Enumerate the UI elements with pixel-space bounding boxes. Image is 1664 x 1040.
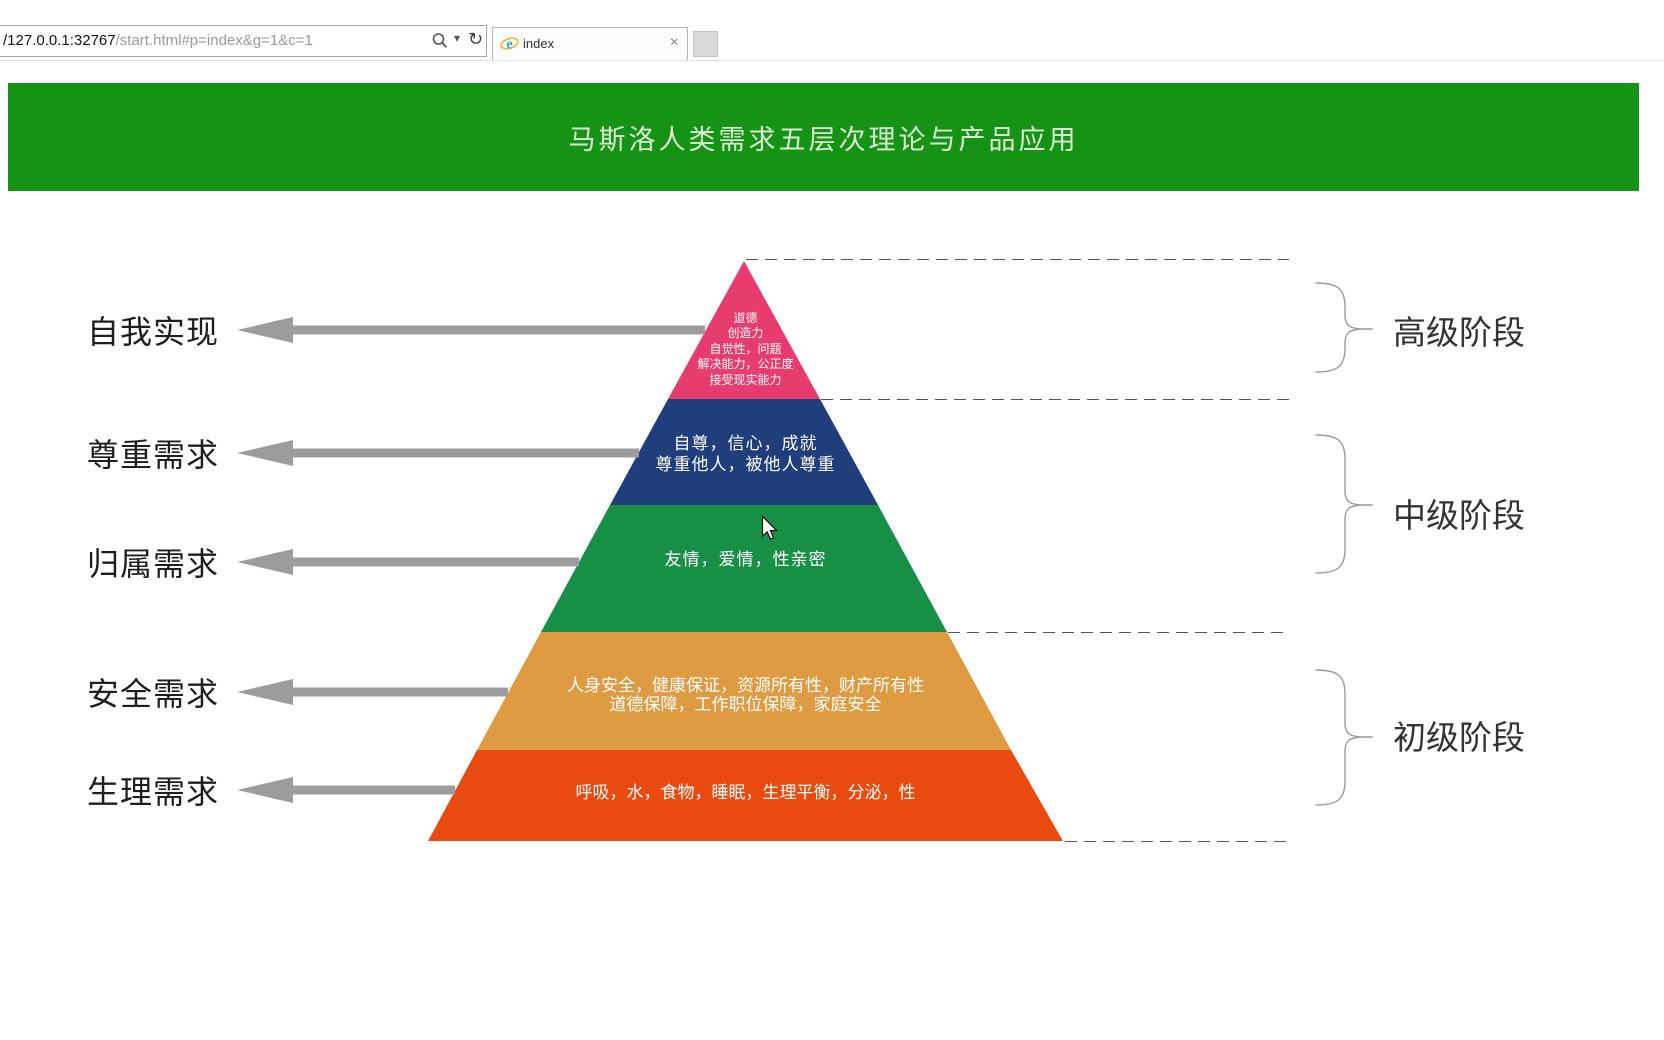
level-text-esteem: 自尊，信心，成就 尊重他人，被他人尊重 [655, 434, 836, 474]
dashed-line [1065, 841, 1292, 842]
new-tab-button[interactable] [693, 31, 718, 57]
need-label-self-actualization: 自我实现 [87, 314, 220, 350]
maslow-pyramid: 道德 创造力 自觉性，问题 解决能力，公正度 接受现实能力 自尊，信心，成就 尊… [428, 261, 1063, 841]
page-banner: 马斯洛人类需求五层次理论与产品应用 [8, 83, 1639, 191]
browser-tab[interactable]: e index × [492, 27, 688, 60]
brace-icons [1315, 282, 1373, 806]
url-path-part: /start.html#p=index&g=1&c=1 [115, 32, 313, 49]
tab-title: index [523, 36, 555, 51]
left-arrow-icon [237, 777, 455, 803]
level-text-safety: 人身安全，健康保证，资源所有性，财产所有性 道德保障，工作职位保障，家庭安全 [567, 676, 924, 714]
level-text-physiological: 呼吸，水，食物，睡眠，生理平衡，分泌，性 [575, 783, 916, 802]
stage-label-advanced: 高级阶段 [1393, 316, 1525, 352]
pyramid-level-safety: 人身安全，健康保证，资源所有性，财产所有性 道德保障，工作职位保障，家庭安全 [477, 632, 1011, 750]
level-text-self-actualization: 道德 创造力 自觉性，问题 解决能力，公正度 接受现实能力 [697, 311, 794, 387]
page-title: 马斯洛人类需求五层次理论与产品应用 [568, 124, 1079, 155]
pyramid-level-belonging: 友情，爱情，性亲密 [541, 505, 947, 632]
chrome-divider [0, 60, 1664, 61]
need-label-esteem: 尊重需求 [87, 437, 220, 473]
refresh-icon[interactable]: ↻ [468, 29, 484, 50]
tab-close-icon[interactable]: × [669, 34, 679, 51]
level-text-belonging: 友情，爱情，性亲密 [664, 550, 827, 569]
search-icon[interactable] [431, 32, 449, 50]
dashed-line [821, 399, 1289, 400]
dashed-line [746, 259, 1289, 260]
need-label-physiological: 生理需求 [87, 774, 220, 810]
need-label-belonging: 归属需求 [87, 546, 220, 582]
pyramid-level-physiological: 呼吸，水，食物，睡眠，生理平衡，分泌，性 [428, 750, 1063, 841]
address-bar[interactable]: /127.0.0.1:32767/start.html#p=index&g=1&… [0, 25, 487, 57]
stage-label-intermediate: 中级阶段 [1393, 499, 1525, 535]
need-label-safety: 安全需求 [87, 676, 220, 712]
mouse-cursor-icon [761, 515, 781, 547]
browser-chrome: /127.0.0.1:32767/start.html#p=index&g=1&… [0, 0, 1664, 61]
svg-text:e: e [506, 37, 512, 53]
stage-label-primary: 初级阶段 [1393, 721, 1525, 757]
chevron-down-icon[interactable]: ▾ [454, 31, 461, 45]
url-text[interactable]: /127.0.0.1:32767/start.html#p=index&g=1&… [3, 32, 313, 49]
url-host: /127.0.0.1:32767 [3, 32, 116, 49]
ie-logo-icon: e [500, 34, 519, 58]
dashed-line [948, 632, 1289, 633]
